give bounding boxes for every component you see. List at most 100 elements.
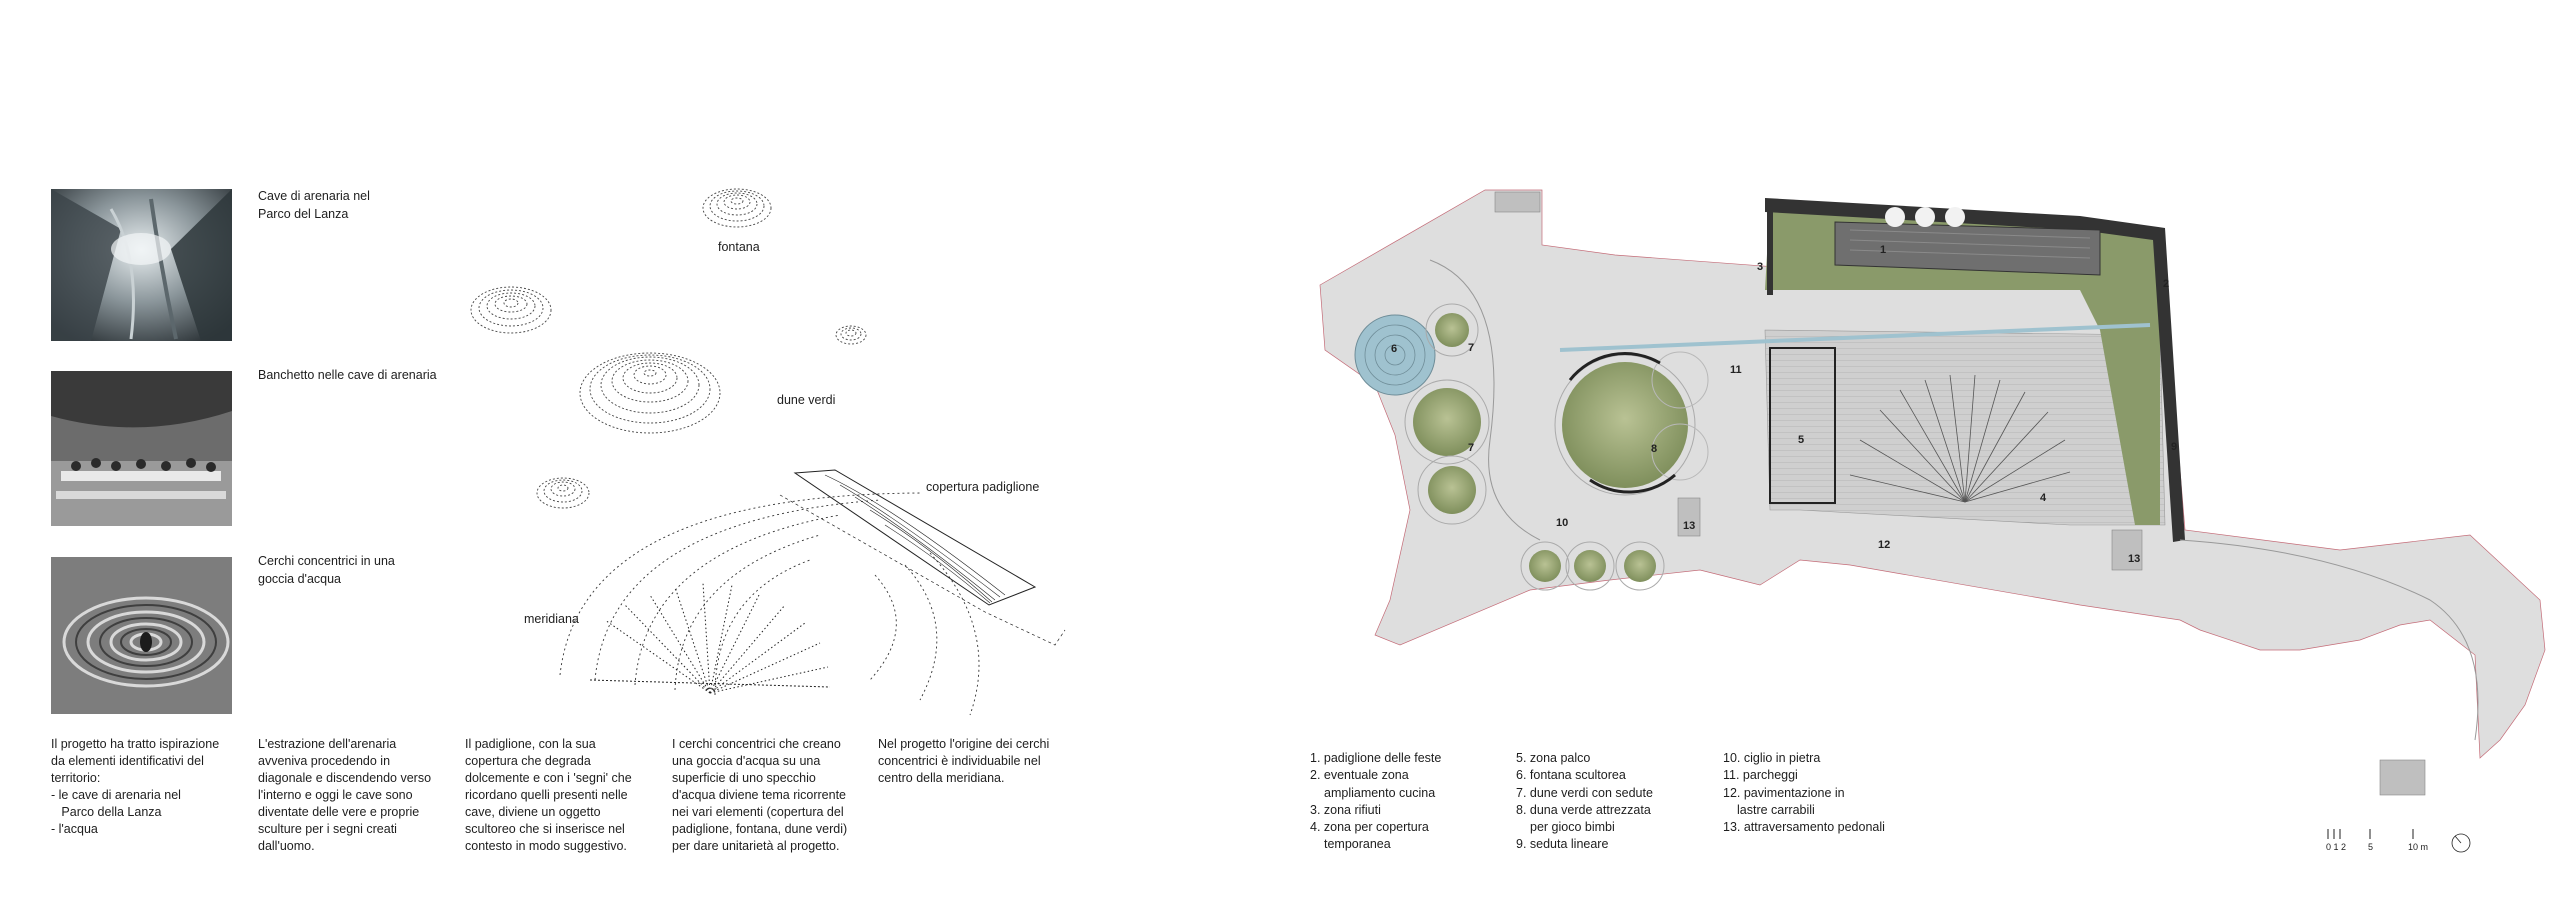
para-line: una goccia d'acqua su una xyxy=(672,754,821,768)
plan-num-2: 2 xyxy=(2163,278,2169,290)
caption-line: Parco del Lanza xyxy=(258,207,349,221)
water-channel xyxy=(1559,323,2151,352)
legend-col-1: 1. padiglione delle feste 2. eventuale z… xyxy=(1310,750,1510,854)
photo-cave-arenaria xyxy=(51,189,232,341)
caption-line: Cave di arenaria nel xyxy=(258,189,370,203)
para-line: - l'acqua xyxy=(51,822,98,836)
fontana-circles xyxy=(702,188,772,228)
legend-item: 2. eventuale zona ampliamento cucina xyxy=(1310,768,1436,800)
north-arrow-icon xyxy=(2451,833,2471,853)
label-fontana: fontana xyxy=(718,240,760,254)
para-line: concentrici è individuabile nel xyxy=(878,754,1041,768)
para-line: l'interno e oggi le cave sono xyxy=(258,788,413,802)
legend-item: 5. zona palco xyxy=(1516,751,1591,765)
para-line: ricordano quelli presenti nelle xyxy=(465,788,628,802)
label-dune-verdi: dune verdi xyxy=(777,393,836,407)
photo-banchetto xyxy=(51,371,232,526)
site-plan: 1 2 3 4 5 6 7 7 8 9 10 11 12 13 13 xyxy=(1319,189,2546,796)
legend-item: 4. zona per copertura temporanea xyxy=(1310,820,1429,852)
dune-small-2 xyxy=(536,477,590,509)
legend-item: 7. dune verdi con sedute xyxy=(1516,785,1653,800)
plan-num-13a: 13 xyxy=(1683,520,1695,532)
para-line: padiglione, fontana, dune verdi) xyxy=(672,822,848,836)
para-line: L'estrazione dell'arenaria xyxy=(258,737,397,751)
dunes-ciglio xyxy=(1520,541,1665,591)
scale-label-10m: 10 m xyxy=(2408,842,2429,852)
plan-num-9: 9 xyxy=(2171,441,2177,453)
plan-num-7b: 7 xyxy=(1468,442,1474,454)
para-line: d'acqua diviene tema ricorrente xyxy=(672,788,847,802)
para-line: Nel progetto l'origine dei cerchi xyxy=(878,737,1050,751)
legend-item: 12. pavimentazione in lastre carrabili xyxy=(1723,785,1845,817)
dunes-seats xyxy=(1404,303,1490,525)
plan-num-4: 4 xyxy=(2040,492,2047,504)
para-line: diagonale e discendendo verso xyxy=(258,771,432,785)
dune-play xyxy=(1554,351,1709,496)
paragraph-padiglione: Il padiglione, con la sua copertura che … xyxy=(465,736,657,855)
plan-num-1: 1 xyxy=(1880,244,1886,256)
plan-num-11: 11 xyxy=(1730,364,1742,376)
para-line: per dare unitarietà al progetto. xyxy=(672,839,840,853)
boundary-wall xyxy=(1765,198,2185,542)
para-line: nei vari elementi (copertura del xyxy=(672,805,844,819)
paragraph-estrazione: L'estrazione dell'arenaria avveniva proc… xyxy=(258,736,450,855)
plan-num-6: 6 xyxy=(1391,343,1397,355)
label-meridiana: meridiana xyxy=(524,612,579,626)
legend-item: 11. parcheggi xyxy=(1723,768,1798,783)
grass-area xyxy=(1765,200,2160,525)
meridiana-plan-rays xyxy=(1849,374,2071,503)
legend-col-2: 5. zona palco 6. fontana scultorea 7. du… xyxy=(1516,750,1716,854)
scale-bar xyxy=(2327,829,2414,839)
legend-item: 13. attraversamento pedonali xyxy=(1723,820,1885,835)
para-line: da elementi identificativi del xyxy=(51,754,204,768)
para-line: sculture per i segni creati xyxy=(258,822,397,836)
legend-item: 8. duna verde attrezzata per gioco bimbi xyxy=(1516,802,1651,835)
para-line: diventate delle vere e proprie xyxy=(258,805,420,819)
meridiana-base xyxy=(589,679,831,688)
label-copertura: copertura padiglione xyxy=(926,480,1040,494)
para-line: dolcemente e con i 'segni' che xyxy=(465,771,632,785)
concept-diagram xyxy=(470,188,1066,716)
para-line: dall'uomo. xyxy=(258,839,315,853)
wood-deck xyxy=(1764,329,2166,526)
para-line: Parco della Lanza xyxy=(51,805,162,819)
legend-item: 1. padiglione delle feste xyxy=(1310,751,1442,765)
pavilion-roof-stripes xyxy=(1849,229,2091,259)
plan-num-7a: 7 xyxy=(1468,342,1474,354)
copertura-padiglione-sketch xyxy=(779,469,1066,646)
para-line: copertura che degrada xyxy=(465,754,591,768)
caption-line: Cerchi concentrici in una xyxy=(258,554,395,568)
paragraph-meridiana: Nel progetto l'origine dei cerchi concen… xyxy=(878,736,1070,787)
legend-item: 3. zona rifiuti xyxy=(1310,802,1381,817)
plan-num-10: 10 xyxy=(1556,517,1568,529)
para-line: contesto in modo suggestivo. xyxy=(465,839,627,853)
plan-num-8: 8 xyxy=(1651,443,1657,455)
meridiana-sketch xyxy=(559,492,980,716)
caption-cerchi: Cerchi concentrici in una goccia d'acqua xyxy=(258,552,458,588)
caption-line: goccia d'acqua xyxy=(258,572,342,586)
para-line: centro della meridiana. xyxy=(878,771,1005,785)
legend-col-3: 10. ciglio in pietra 11. parcheggi 12. p… xyxy=(1723,750,1923,836)
scale-label-5: 5 xyxy=(2368,842,2374,852)
dune-small-1 xyxy=(470,286,552,334)
legend-item: 6. fontana scultorea xyxy=(1516,768,1626,783)
para-line: cave, diviene un oggetto xyxy=(465,805,601,819)
dune-big xyxy=(579,352,721,434)
plan-num-5: 5 xyxy=(1798,434,1804,446)
pavilion-tables xyxy=(1885,207,1965,227)
pavilion-roof xyxy=(1834,221,2101,276)
wall-segment xyxy=(1767,210,1773,295)
para-line: I cerchi concentrici che creano xyxy=(672,737,841,751)
para-line: Il progetto ha tratto ispirazione xyxy=(51,737,220,751)
scale-label-012: 0 1 2 xyxy=(2326,842,2347,852)
photo-goccia-acqua xyxy=(51,557,232,714)
para-line: - le cave di arenaria nel xyxy=(51,788,181,802)
road-curve-right xyxy=(2179,539,2479,741)
para-line: Il padiglione, con la sua xyxy=(465,737,596,751)
para-line: scultoreo che si inserisce nel xyxy=(465,822,625,836)
legend-item: 9. seduta lineare xyxy=(1516,837,1609,852)
plan-numbers: 1 2 3 4 5 6 7 7 8 9 10 11 12 13 13 xyxy=(1391,244,2177,565)
crosswalks xyxy=(1494,191,2426,796)
caption-line: Banchetto nelle cave di arenaria xyxy=(258,368,437,382)
para-line: superficie di uno specchio xyxy=(672,771,816,785)
